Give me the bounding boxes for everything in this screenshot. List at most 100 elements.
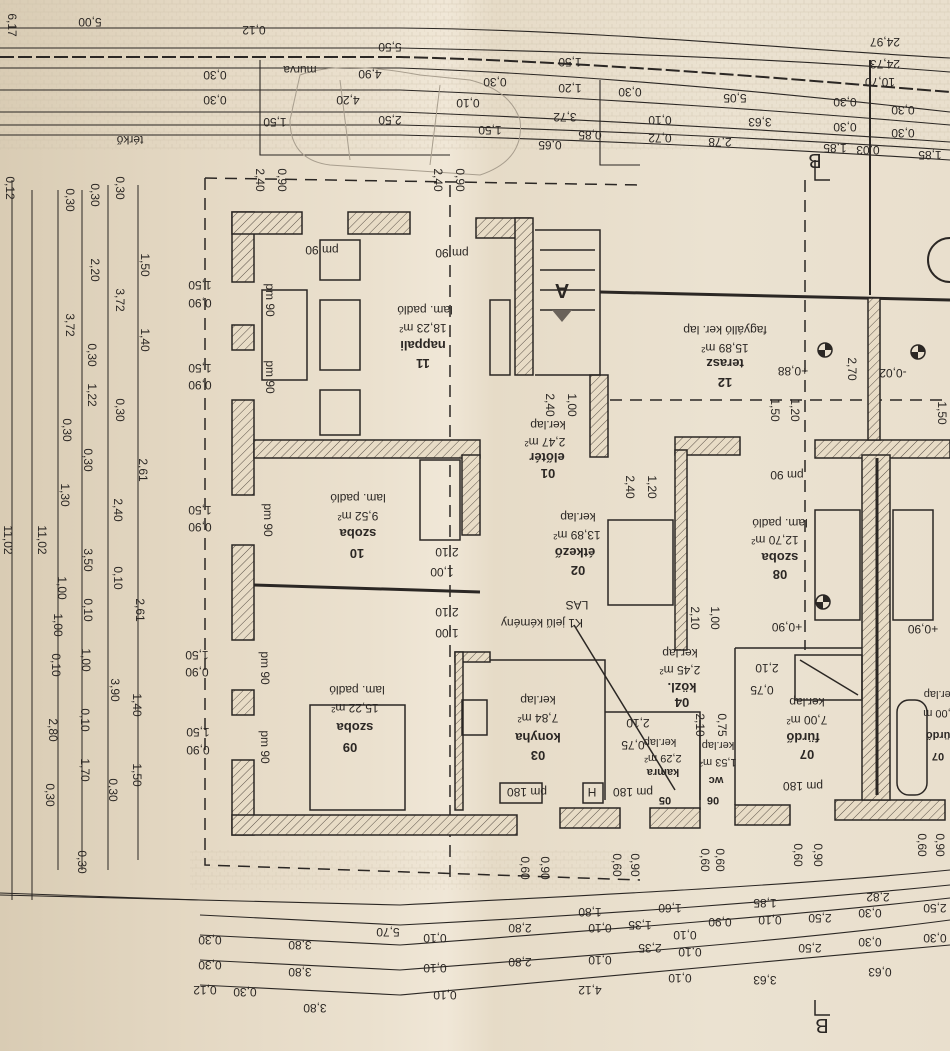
room-name: fürdő bbox=[925, 729, 950, 741]
door-dim: 1,00 bbox=[435, 626, 459, 640]
dimension-label: 0,90 bbox=[811, 843, 825, 867]
dimension-label: 1,30 bbox=[58, 483, 72, 507]
radiator-label: pm 180 bbox=[782, 779, 824, 793]
hob-label: H bbox=[587, 785, 597, 799]
dimension-label: 2,80 bbox=[46, 718, 60, 742]
dimension-label: 1,00 bbox=[51, 613, 65, 637]
room-name: szoba bbox=[336, 720, 374, 735]
dimension-label: 0,30 bbox=[483, 75, 507, 89]
section-b-marker bbox=[814, 160, 830, 181]
room-number: 07 bbox=[799, 747, 815, 762]
door-dim: 0,75 bbox=[750, 683, 774, 697]
room-number: 10 bbox=[349, 546, 365, 561]
walls bbox=[231, 211, 950, 836]
dimension-label: 0,60 bbox=[518, 856, 532, 880]
dimension-label: 0,30 bbox=[203, 93, 227, 107]
window-dim: 1,50 bbox=[185, 648, 209, 662]
dimension-label: 0,10 bbox=[456, 96, 480, 110]
room-number: 02 bbox=[570, 563, 586, 578]
chimney-label: K1 jelű kémény bbox=[500, 616, 584, 630]
dimension-label: 0,30 bbox=[60, 418, 74, 442]
room-number: 12 bbox=[717, 375, 733, 390]
dimension-label: 0,90 bbox=[933, 833, 947, 857]
room-floor: fagyálló ker. lap bbox=[683, 323, 767, 337]
dimension-label: 1,40 bbox=[138, 328, 152, 352]
dimension-label: 1,60 bbox=[658, 901, 682, 915]
dimension-label: 0,30 bbox=[85, 343, 99, 367]
radiator-label: pm 90 bbox=[261, 503, 275, 537]
dimension-label: 1,22 bbox=[85, 383, 99, 407]
window-dim: 0,90 bbox=[186, 743, 210, 757]
dimension-label: 0,30 bbox=[198, 933, 222, 947]
room-number: 07 bbox=[931, 750, 945, 762]
room-name: előtér bbox=[529, 450, 565, 465]
room-floor: ker.lap bbox=[643, 736, 677, 748]
room-floor: ker.lap bbox=[701, 739, 735, 751]
door-dim: 1,20 bbox=[645, 475, 659, 499]
dimension-label: 0,30 bbox=[198, 958, 222, 972]
dimension-label: 5,70 bbox=[376, 925, 400, 939]
dimension-label: 0,30 bbox=[891, 126, 915, 140]
room-number: 06 bbox=[706, 794, 720, 806]
room-number: 05 bbox=[658, 794, 672, 806]
dimension-label: 3,80 bbox=[288, 965, 312, 979]
dimension-label: 0,30 bbox=[923, 931, 947, 945]
room-name: nappali bbox=[400, 338, 446, 353]
dimension-label: 1,50 bbox=[138, 253, 152, 277]
window-dim: 2,40 bbox=[253, 168, 267, 192]
dimension-label: 11,02 bbox=[35, 525, 49, 555]
dimension-label: 0,30 bbox=[113, 398, 127, 422]
room-name: közl. bbox=[667, 680, 697, 695]
door-dim: 2,10 bbox=[688, 606, 702, 630]
dimension-label: 0,60 bbox=[713, 848, 727, 872]
dimension-label: 0,30 bbox=[203, 68, 227, 82]
dimension-label: 0,60 bbox=[791, 843, 805, 867]
room-area: 1,53 m² bbox=[699, 756, 737, 768]
dimension-label: 1,35 bbox=[628, 918, 652, 932]
dimension-label: 1,50 bbox=[263, 115, 287, 129]
dimension-label: 0,30 bbox=[88, 183, 102, 207]
room-floor: ker.lap bbox=[520, 693, 556, 707]
dimension-label: 2,50 bbox=[798, 941, 822, 955]
level-label: -0,02 bbox=[879, 366, 907, 380]
room-name: konyha bbox=[515, 730, 561, 745]
dimension-label: 0,30 bbox=[63, 188, 77, 212]
dimension-label: 1,80 bbox=[578, 905, 602, 919]
dimension-label: 1,00 bbox=[79, 648, 93, 672]
dimension-label: 4,12 bbox=[578, 983, 602, 997]
dimension-label: 0,30 bbox=[858, 935, 882, 949]
dimension-label: 0,10 bbox=[648, 113, 672, 127]
door-dim: 2,10 bbox=[693, 713, 707, 737]
dimension-label: 1,40 bbox=[130, 693, 144, 717]
paving-area bbox=[190, 850, 640, 890]
dimension-label: 0,60 bbox=[915, 833, 929, 857]
murva-label: murva bbox=[283, 63, 317, 77]
dimension-label: 1,50 bbox=[558, 55, 582, 69]
dimension-label: 1,85 bbox=[753, 896, 777, 910]
dimension-label: 0,30 bbox=[113, 176, 127, 200]
room-name: fürdő bbox=[786, 730, 820, 745]
door-dim: 2,10 bbox=[435, 605, 459, 619]
dimension-label: 3,72 bbox=[63, 313, 77, 337]
window-dim: 1,50 bbox=[188, 361, 212, 375]
room-name: szoba bbox=[761, 550, 799, 565]
dimension-label: 0,10 bbox=[758, 913, 782, 927]
door-dim: 2,40 bbox=[543, 393, 557, 417]
dimension-label: 0,30 bbox=[618, 85, 642, 99]
room-area: 18,23 m² bbox=[399, 321, 447, 335]
dimension-label: 2,78 bbox=[708, 135, 732, 149]
dimension-label: 10,70 bbox=[864, 75, 896, 89]
room-floor: lam. padló bbox=[329, 683, 385, 697]
room-floor: ker.lap bbox=[789, 695, 825, 709]
dimension-label: 0,10 bbox=[423, 931, 447, 945]
dimension-label: 1,70 bbox=[78, 758, 92, 782]
dimension-label: 0,10 bbox=[78, 708, 92, 732]
room-area: 12,70 m² bbox=[751, 533, 799, 547]
room-name: étkező bbox=[554, 545, 596, 560]
room-number: 11 bbox=[416, 356, 430, 371]
terrace-edge bbox=[599, 290, 950, 302]
room-number: 04 bbox=[674, 695, 690, 710]
level-label: +0,90 bbox=[907, 622, 939, 636]
dimension-label: 3,80 bbox=[303, 1001, 327, 1015]
door-dim: 1,50 bbox=[935, 401, 949, 425]
